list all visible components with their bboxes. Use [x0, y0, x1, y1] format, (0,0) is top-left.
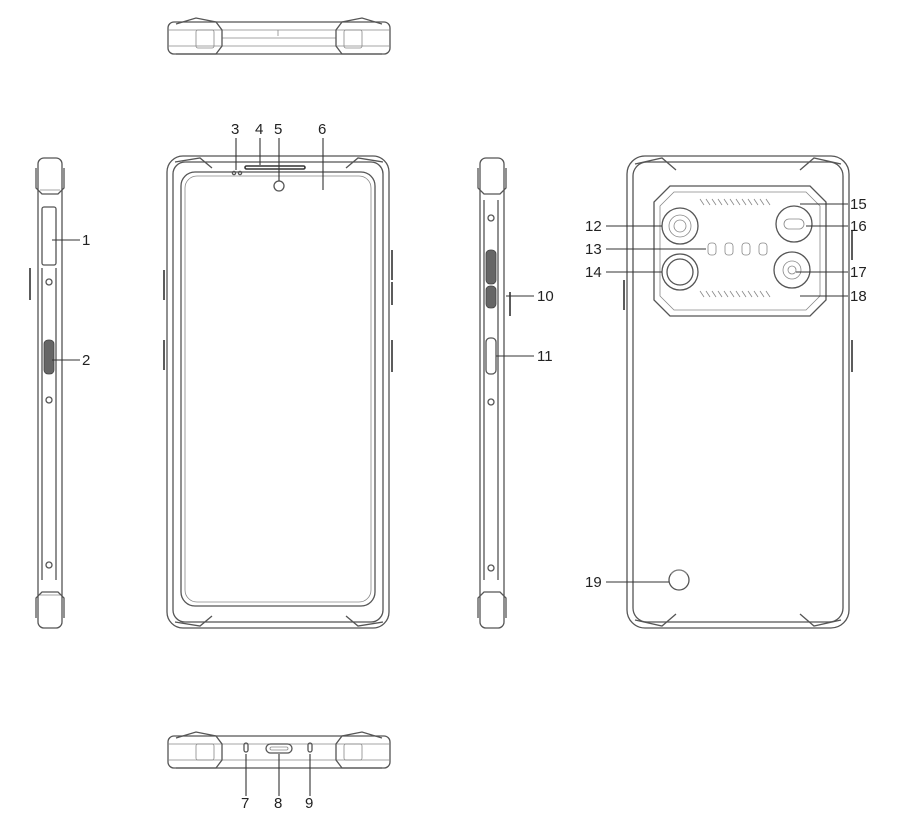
callout-9: 9	[305, 795, 313, 811]
callout-1: 1	[82, 232, 90, 249]
usb-c-port	[265, 743, 293, 754]
callout-13: 13	[585, 241, 602, 258]
callout-15: 15	[850, 196, 867, 213]
flash-led-icon	[758, 242, 768, 256]
callout-16: 16	[850, 218, 867, 235]
flash-led-icon	[724, 242, 734, 256]
callout-labels: 1 2 3 4 5 6 7 8 9 10 11 12 13 14 15 16 1…	[82, 121, 867, 812]
earpiece-slot	[244, 165, 306, 170]
camera-lens-icon	[773, 251, 811, 289]
microphone-hole	[243, 742, 249, 753]
leader-lines	[52, 138, 848, 796]
right-side-view	[477, 157, 511, 629]
callout-3: 3	[231, 121, 239, 138]
callout-2: 2	[82, 352, 90, 369]
callout-10: 10	[537, 288, 554, 305]
callout-14: 14	[585, 264, 602, 281]
front-camera-icon	[273, 180, 285, 192]
callout-12: 12	[585, 218, 602, 235]
camera-lens-icon	[661, 207, 699, 245]
callout-11: 11	[537, 348, 553, 365]
camera-lens-icon	[775, 205, 813, 243]
callout-18: 18	[850, 288, 867, 305]
callout-4: 4	[255, 121, 263, 138]
callout-5: 5	[274, 121, 282, 138]
vent-top	[699, 198, 771, 206]
back-view	[623, 155, 853, 629]
callout-19: 19	[585, 574, 602, 591]
top-view	[167, 17, 391, 55]
callout-6: 6	[318, 121, 326, 138]
vent-bottom	[699, 290, 771, 298]
front-view	[163, 155, 393, 629]
callout-8: 8	[274, 795, 282, 811]
callout-17: 17	[850, 264, 867, 281]
flash-led-icon	[741, 242, 751, 256]
left-side-view	[29, 157, 65, 629]
speaker-hole	[307, 742, 313, 753]
camera-module	[653, 185, 827, 317]
callout-7: 7	[241, 795, 249, 811]
flash-led-icon	[707, 242, 717, 256]
